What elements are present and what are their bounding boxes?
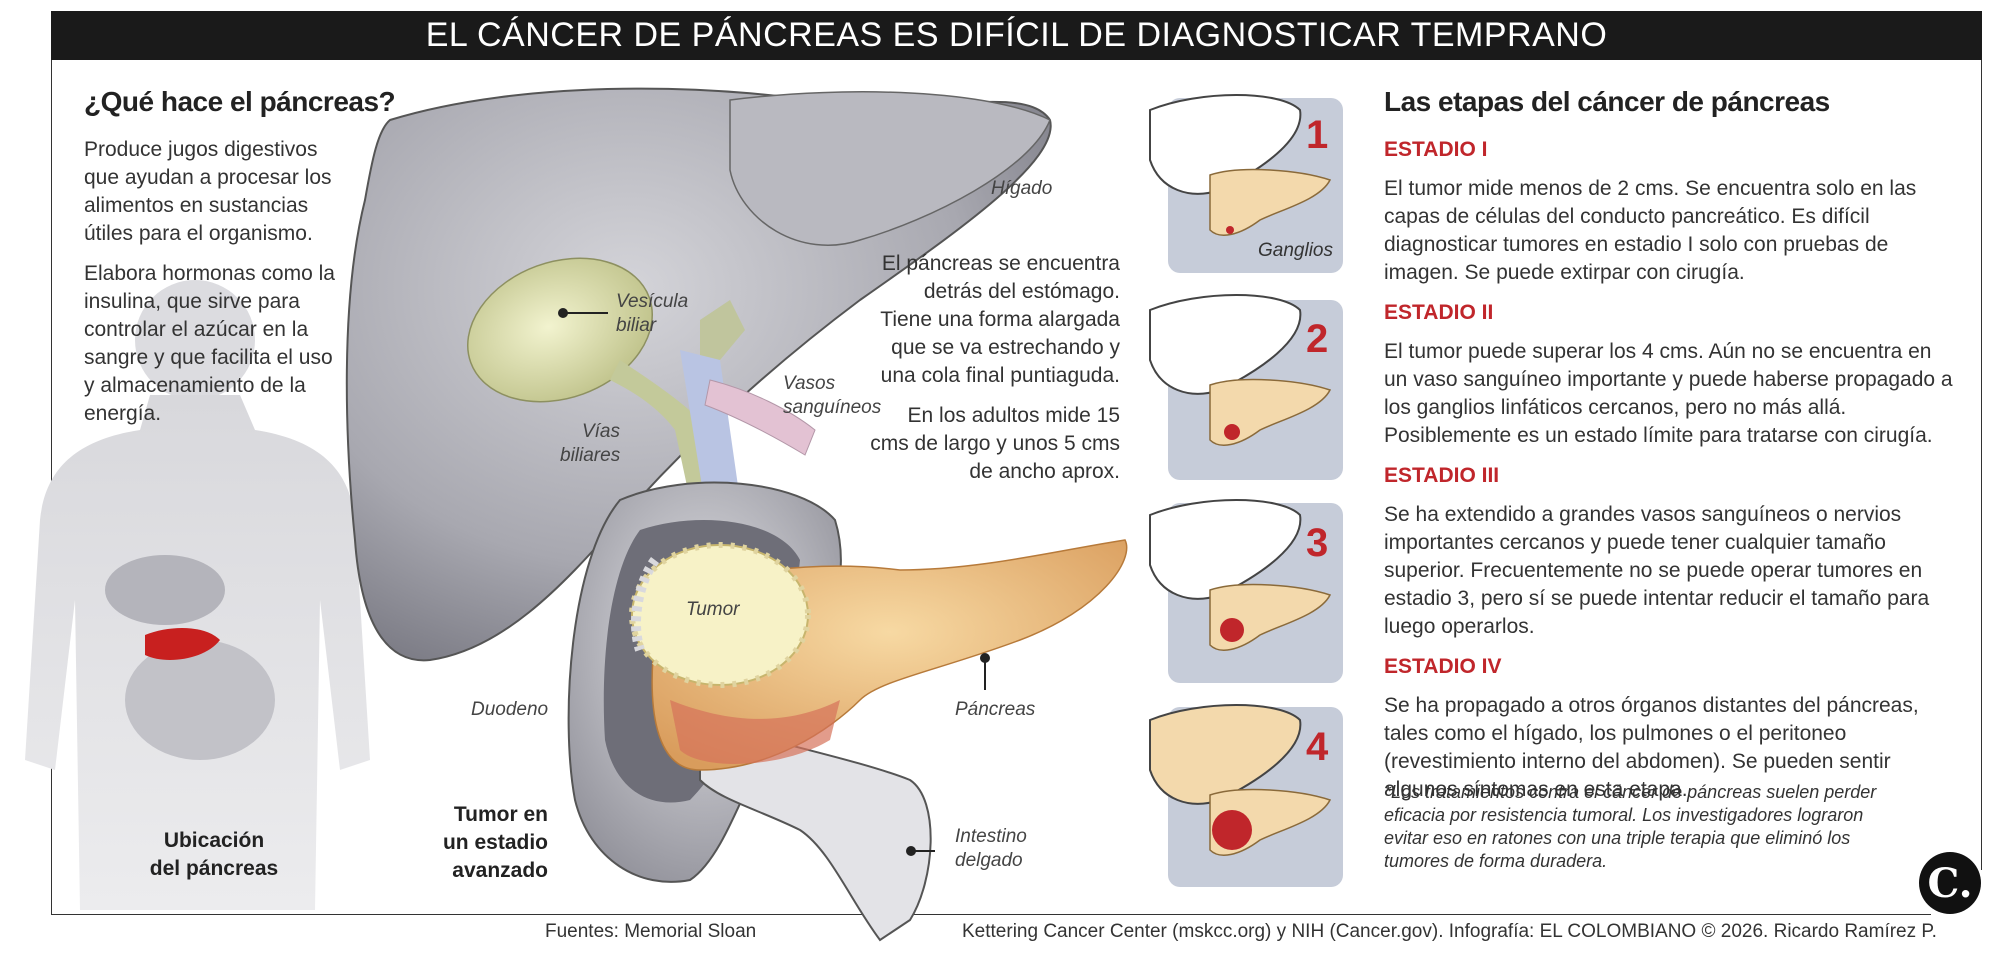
stage-item: ESTADIO IV Se ha propagado a otros órgan…: [1384, 653, 1960, 804]
stage-number-3: 3: [1306, 521, 1328, 565]
stage-3-text: Se ha extendido a grandes vasos sanguíne…: [1384, 503, 1930, 638]
label-vasos: Vasos sanguíneos: [783, 372, 881, 420]
label-pancreas: Páncreas: [955, 699, 1036, 720]
anatomy-description: El páncreas se encuentra detrás del estó…: [870, 250, 1120, 498]
leader-lines: [558, 308, 990, 856]
left-heading: ¿Qué hace el páncreas?: [84, 86, 396, 117]
ganglios-label: Ganglios: [1258, 240, 1333, 261]
stages-list: ESTADIO I El tumor mide menos de 2 cms. …: [1384, 136, 1960, 816]
label-vasos-line1: Vasos: [783, 373, 836, 394]
label-intestino-line1: Intestino: [955, 826, 1027, 847]
stage-4-text: Se ha propagado a otros órganos distante…: [1384, 694, 1919, 801]
label-duodeno: Duodeno: [471, 699, 549, 720]
tumor-caption-line3: avanzado: [452, 859, 548, 882]
stage-number-4: 4: [1306, 725, 1329, 769]
left-paragraph-1: Produce jugos digestivos que ayudan a pr…: [84, 138, 332, 245]
label-intestino-line2: delgado: [955, 850, 1023, 871]
stage-item: ESTADIO I El tumor mide menos de 2 cms. …: [1384, 136, 1960, 287]
location-caption: Ubicación del páncreas: [134, 827, 294, 883]
label-vesicula-line1: Vesícula: [616, 291, 689, 312]
title-banner: EL CÁNCER DE PÁNCREAS ES DIFÍCIL DE DIAG…: [51, 11, 1982, 60]
stage-4-title: ESTADIO IV: [1384, 655, 1502, 678]
label-intestino: Intestino delgado: [955, 825, 1027, 873]
stage-4-organs: [1149, 704, 1332, 856]
left-paragraph-2: Elabora hormonas como la insulina, que s…: [84, 262, 335, 425]
footnote: *Los tratamientos contra el cáncer de pá…: [1384, 782, 1877, 871]
stage-1-text: El tumor mide menos de 2 cms. Se encuent…: [1384, 177, 1917, 284]
stage-item: ESTADIO II El tumor puede superar los 4 …: [1384, 299, 1960, 450]
location-caption-line1: Ubicación: [163, 829, 265, 852]
frame-right-line: [1981, 60, 1982, 870]
stages-heading: Las etapas del cáncer de páncreas: [1384, 86, 1830, 117]
tumor-caption-line2: un estadio: [442, 831, 548, 854]
stage-2-text: El tumor puede superar los 4 cms. Aún no…: [1384, 340, 1953, 447]
el-colombiano-logo: C.: [1919, 852, 1981, 914]
stage-2-title: ESTADIO II: [1384, 301, 1494, 324]
anatomy-description-1: El páncreas se encuentra detrás del estó…: [880, 252, 1120, 387]
stage-2-organs: [1149, 294, 1332, 446]
source-right: Kettering Cancer Center (mskcc.org) y NI…: [962, 921, 1937, 942]
stage-item: ESTADIO III Se ha extendido a grandes va…: [1384, 462, 1960, 641]
frame-bottom-line: [51, 914, 1931, 915]
label-vias-line2: biliares: [560, 445, 621, 466]
left-paragraphs: Produce jugos digestivos que ayudan a pr…: [84, 136, 344, 440]
label-vias-biliares: Vías biliares: [560, 420, 620, 468]
tumor-caption: Tumor en un estadio avanzado: [440, 801, 548, 885]
main-title: EL CÁNCER DE PÁNCREAS ES DIFÍCIL DE DIAG…: [425, 16, 1608, 54]
tumor: [629, 542, 811, 688]
stage-1-organs: [1149, 94, 1332, 236]
tumor-caption-line1: Tumor en: [453, 803, 548, 826]
anatomy-description-2: En los adultos mide 15 cms de largo y un…: [870, 404, 1120, 483]
stage-3-organs: [1149, 499, 1332, 651]
label-vesicula-line2: biliar: [616, 315, 657, 336]
label-higado: Hígado: [991, 178, 1053, 199]
stage-3-title: ESTADIO III: [1384, 464, 1500, 487]
label-tumor: Tumor: [686, 599, 740, 620]
body-silhouette: [25, 280, 370, 910]
pancreas-location-marker: [145, 628, 220, 660]
blood-vessels: [680, 350, 816, 505]
label-vias-line1: Vías: [581, 421, 620, 442]
stage-number-1: 1: [1306, 113, 1328, 157]
stage-number-2: 2: [1306, 317, 1328, 361]
location-caption-line2: del páncreas: [149, 857, 279, 880]
source-left: Fuentes: Memorial Sloan: [545, 921, 757, 942]
stage-1-title: ESTADIO I: [1384, 138, 1488, 161]
label-vesicula: Vesícula biliar: [616, 290, 688, 338]
label-vasos-line2: sanguíneos: [783, 397, 882, 418]
